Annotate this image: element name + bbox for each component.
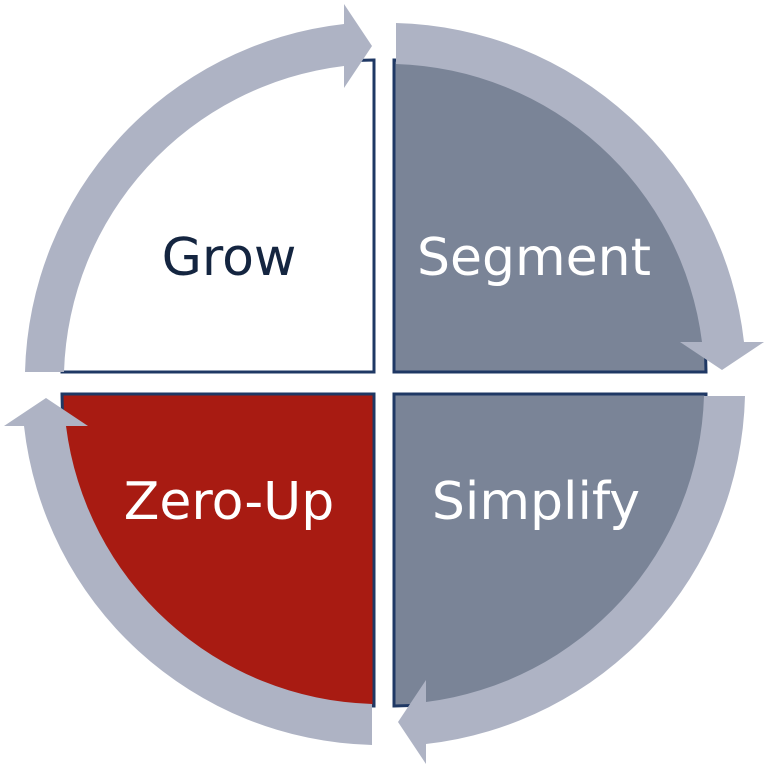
arrow-zero-up-to-grow-icon (4, 398, 372, 745)
arrow-grow-to-segment-icon (25, 4, 372, 372)
label-segment: Segment (417, 228, 651, 288)
label-simplify: Simplify (432, 472, 640, 532)
label-grow: Grow (162, 228, 297, 288)
label-zero-up: Zero-Up (124, 472, 334, 532)
arrow-segment-to-simplify-icon (396, 23, 764, 370)
arrow-simplify-to-zero-up-icon (398, 396, 745, 764)
cycle-arrows (4, 4, 764, 764)
